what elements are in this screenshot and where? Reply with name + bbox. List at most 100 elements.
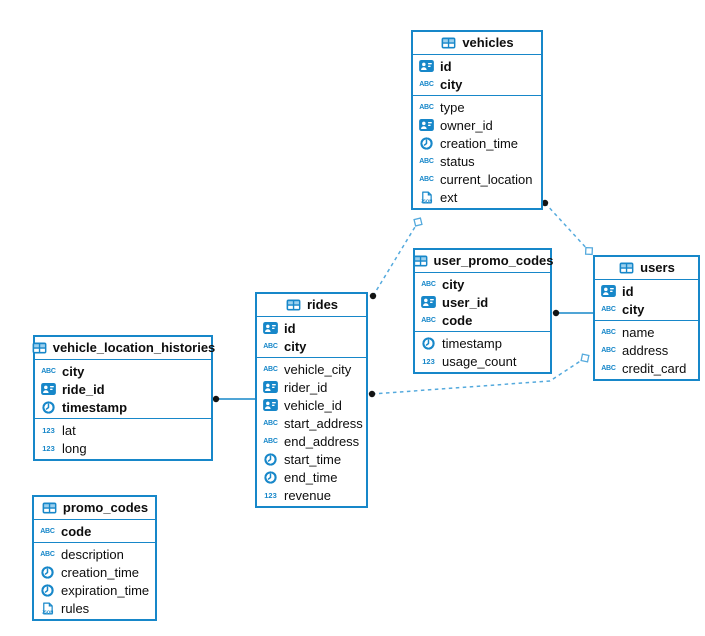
- abc-type-icon: ABC: [421, 316, 436, 324]
- table-header: rides: [257, 294, 366, 317]
- clock-type-icon: [420, 336, 437, 350]
- clock-type-icon: [39, 583, 56, 597]
- relationship-dot-marker: [541, 199, 549, 207]
- relationship-rides-vehicles[interactable]: [372, 221, 419, 297]
- table-title: vehicle_location_histories: [52, 340, 216, 355]
- column-id: id: [257, 319, 366, 337]
- column-rider_id: rider_id: [257, 378, 366, 396]
- abc-type-icon: ABC: [419, 175, 434, 183]
- column-label: code: [442, 312, 473, 328]
- relationship-rides-users[interactable]: [371, 357, 586, 395]
- id-card-type-icon: [262, 399, 279, 411]
- column-rules: JSON rules: [34, 599, 155, 617]
- table-header: users: [595, 257, 698, 280]
- column-label: id: [622, 283, 634, 299]
- column-timestamp: timestamp: [35, 398, 211, 416]
- abc-type-icon: ABC: [40, 550, 55, 558]
- column-label: end_time: [284, 469, 338, 485]
- abc-type-icon: ABC: [41, 367, 56, 375]
- column-id: id: [595, 282, 698, 300]
- id-card-type-icon: [262, 381, 279, 393]
- id-card-type-icon: [600, 285, 617, 297]
- column-label: usage_count: [442, 353, 517, 369]
- table-icon: [412, 255, 429, 267]
- column-label: current_location: [440, 171, 533, 187]
- id-card-type-icon: [418, 60, 435, 72]
- 123-type-icon: 123: [422, 356, 435, 366]
- column-label: long: [62, 440, 87, 456]
- clock-type-icon: [262, 470, 279, 484]
- column-label: end_address: [284, 433, 360, 449]
- relationship-dot-marker: [212, 395, 220, 403]
- relationship-diamond-marker: [580, 353, 590, 363]
- abc-type-icon: ABC: [421, 280, 436, 288]
- table-icon: [618, 262, 635, 274]
- 123-type-icon: 123: [42, 425, 55, 435]
- column-end_time: end_time: [257, 468, 366, 486]
- clock-type-icon: [418, 136, 435, 150]
- table-title: vehicles: [462, 35, 514, 50]
- column-label: start_time: [284, 451, 342, 467]
- column-lat: 123 lat: [35, 421, 211, 439]
- id-card-type-icon: [418, 119, 435, 131]
- id-card-type-icon: [262, 322, 279, 334]
- column-creation_time: creation_time: [413, 134, 541, 152]
- column-label: start_address: [284, 415, 363, 431]
- abc-type-icon: ABC: [601, 364, 616, 372]
- json-type-icon: JSON: [39, 602, 56, 615]
- column-label: rider_id: [284, 379, 328, 395]
- clock-type-icon: [39, 565, 56, 579]
- table-title: rides: [306, 297, 339, 312]
- column-label: description: [61, 546, 124, 562]
- column-expiration_time: expiration_time: [34, 581, 155, 599]
- abc-type-icon: ABC: [263, 342, 278, 350]
- id-card-type-icon: [420, 296, 437, 308]
- table-header: vehicles: [413, 32, 541, 55]
- column-owner_id: owner_id: [413, 116, 541, 134]
- column-current_location: ABC current_location: [413, 170, 541, 188]
- column-description: ABC description: [34, 545, 155, 563]
- table-icon: [31, 342, 48, 354]
- abc-type-icon: ABC: [263, 419, 278, 427]
- column-usage_count: 123 usage_count: [415, 352, 550, 370]
- column-label: revenue: [284, 487, 331, 503]
- column-start_time: start_time: [257, 450, 366, 468]
- column-label: lat: [62, 422, 76, 438]
- column-label: name: [622, 324, 655, 340]
- table-title: user_promo_codes: [433, 253, 554, 268]
- column-label: rules: [61, 600, 90, 616]
- relationship-users-vehicles[interactable]: [544, 202, 590, 252]
- table-icon: [440, 37, 457, 49]
- table-header: promo_codes: [34, 497, 155, 520]
- column-label: address: [622, 342, 669, 358]
- json-type-icon: JSON: [418, 191, 435, 204]
- abc-type-icon: ABC: [601, 305, 616, 313]
- relationship-diamond-marker: [413, 217, 423, 227]
- column-label: ext: [440, 189, 458, 205]
- abc-type-icon: ABC: [601, 346, 616, 354]
- column-creation_time: creation_time: [34, 563, 155, 581]
- column-ride_id: ride_id: [35, 380, 211, 398]
